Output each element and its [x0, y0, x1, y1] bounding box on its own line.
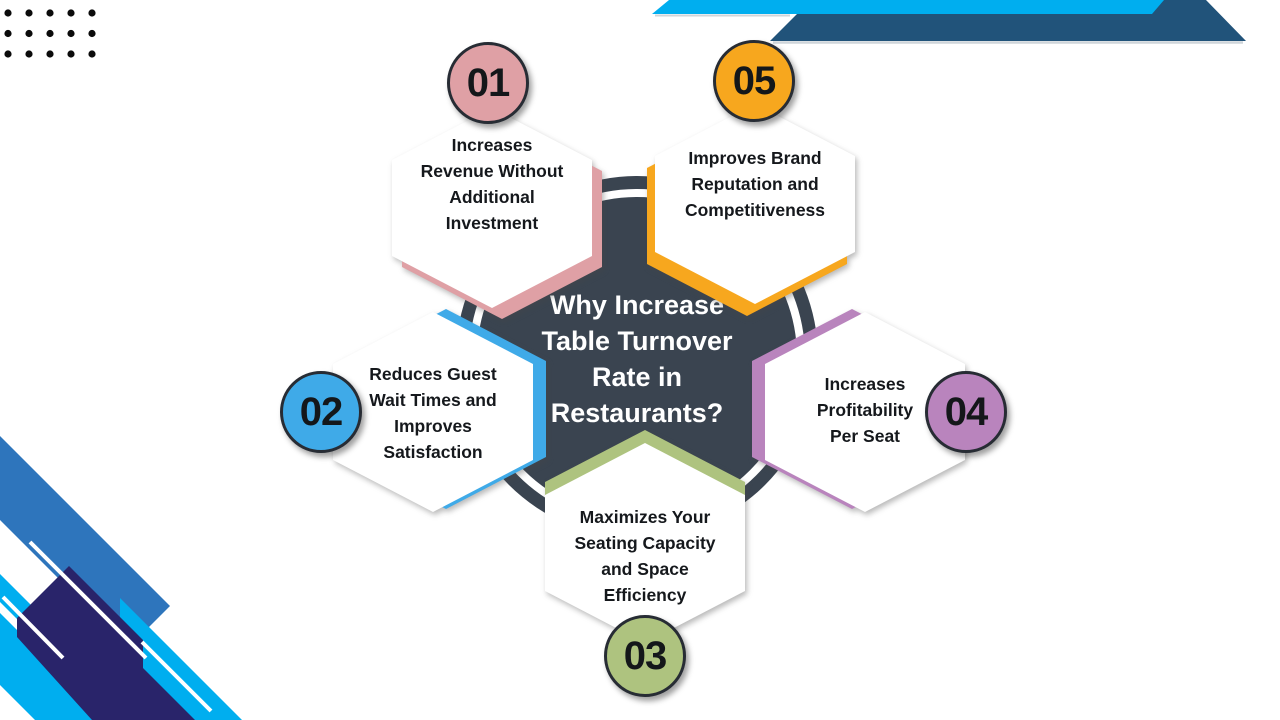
- item-label: Increases Revenue Without Additional Inv…: [420, 135, 564, 233]
- item-number-badge-01: 01: [447, 42, 529, 124]
- medium-blue-band: [0, 436, 170, 648]
- item-number-badge-02: 02: [280, 371, 362, 453]
- top-right-banner-decor: [652, 0, 1246, 44]
- item-number-badge-05: 05: [713, 40, 795, 122]
- item-hexagon-03: Maximizes Your Seating Capacity and Spac…: [545, 430, 745, 643]
- item-number-badge-03: 03: [604, 615, 686, 697]
- dots-grid-icon: [4, 9, 96, 58]
- item-hexagon-04: Increases Profitability Per Seat: [752, 309, 965, 512]
- white-diagonal-line: [1, 595, 65, 660]
- item-hexagon-02: Reduces Guest Wait Times and Improves Sa…: [333, 309, 546, 512]
- light-blue-band: [652, 0, 1186, 14]
- diagram-title: Why Increase Table Turnover Rate in Rest…: [541, 290, 733, 428]
- item-label: Increases Profitability Per Seat: [816, 374, 914, 446]
- white-diagonal-line: [140, 640, 213, 713]
- steel-blue-band: [770, 0, 1246, 41]
- item-number: 02: [299, 389, 343, 434]
- item-label: Improves Brand Reputation and Competitiv…: [684, 148, 826, 220]
- navy-square: [17, 566, 195, 720]
- item-number: 04: [944, 389, 988, 434]
- item-label: Reduces Guest Wait Times and Improves Sa…: [369, 364, 497, 462]
- item-number: 03: [623, 633, 667, 678]
- item-hexagon-01: Increases Revenue Without Additional Inv…: [392, 108, 602, 319]
- item-hexagon-05: Improves Brand Reputation and Competitiv…: [647, 104, 855, 316]
- item-number: 01: [466, 60, 510, 105]
- bottom-left-corner-decor: [0, 436, 242, 720]
- item-number: 05: [732, 58, 776, 103]
- white-diagonal-line: [28, 540, 148, 660]
- item-number-badge-04: 04: [925, 371, 1007, 453]
- item-label: Maximizes Your Seating Capacity and Spac…: [574, 507, 716, 605]
